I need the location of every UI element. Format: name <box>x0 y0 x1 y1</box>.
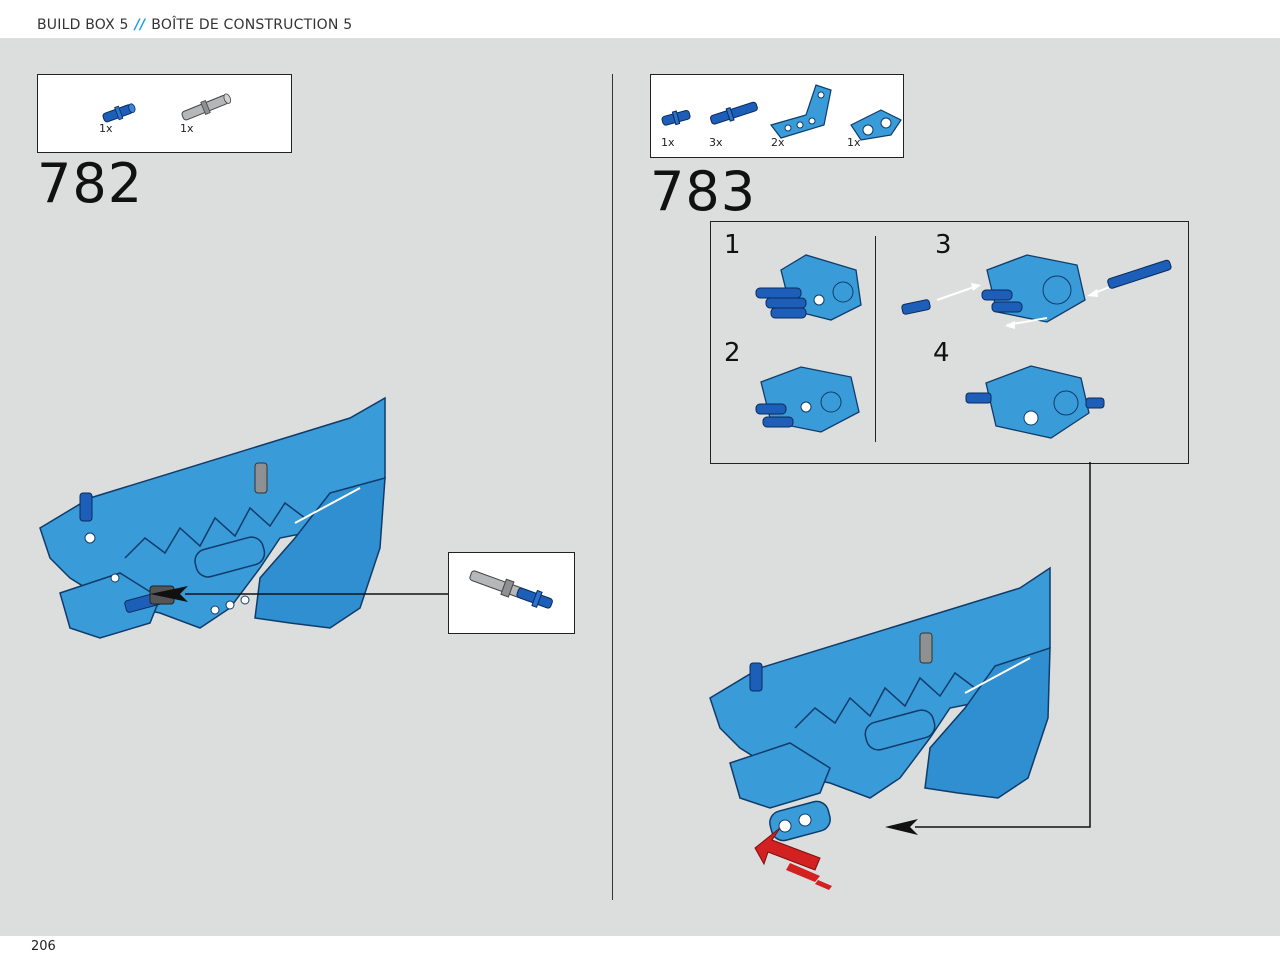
part-qty: 1x <box>661 136 675 149</box>
blue-pin-icon <box>102 103 136 123</box>
substep-number: 2 <box>724 338 741 368</box>
substep-2-illustration <box>755 366 860 433</box>
substep-1-illustration <box>755 254 862 321</box>
page-number: 206 <box>31 939 56 954</box>
grey-axle-pin-icon <box>181 93 232 121</box>
substep-3-illustration <box>901 254 1172 329</box>
axle-pin-with-blue-end-icon <box>469 570 553 609</box>
substep-number: 1 <box>724 230 741 260</box>
header-left-text: BUILD BOX 5 <box>37 17 129 33</box>
sub-assembly-783: 1 2 3 4 <box>710 221 1189 464</box>
part-qty: 1x <box>847 136 861 149</box>
part-qty: 1x <box>180 122 194 135</box>
assembly-783-illustration <box>709 566 1051 890</box>
substep-number: 4 <box>933 338 950 368</box>
step-number-783: 783 <box>650 160 757 223</box>
blue-long-pin-icon <box>710 101 758 125</box>
parts-list-782: 1x 1x <box>37 74 292 153</box>
parts-list-783: 1x 3x 2x 1x <box>650 74 904 158</box>
page-footer: 206 <box>0 936 1280 974</box>
header-title: BUILD BOX 5 // BOÎTE DE CONSTRUCTION 5 <box>37 17 352 33</box>
substep-4-illustration <box>965 365 1105 439</box>
blue-angled-beam-icon <box>769 84 832 139</box>
part-qty: 1x <box>99 122 113 135</box>
instruction-page: 1x 1x 782 <box>0 38 1280 936</box>
sub-assembly-pointer <box>885 462 1091 835</box>
step-number-782: 782 <box>37 152 144 215</box>
substep-number: 3 <box>935 230 952 260</box>
part-qty: 3x <box>709 136 723 149</box>
part-qty: 2x <box>771 136 785 149</box>
callout-pointer-782 <box>150 586 448 602</box>
sub-assembly-divider <box>875 236 876 442</box>
header-separator: // <box>134 17 146 33</box>
blue-short-pin-icon <box>661 110 691 126</box>
page-divider <box>612 74 613 900</box>
header-right-text: BOÎTE DE CONSTRUCTION 5 <box>151 17 353 33</box>
page-header: BUILD BOX 5 // BOÎTE DE CONSTRUCTION 5 <box>0 0 1280 38</box>
blue-connector-icon <box>850 109 902 141</box>
callout-782 <box>448 552 575 634</box>
assembly-782-illustration <box>39 396 386 639</box>
